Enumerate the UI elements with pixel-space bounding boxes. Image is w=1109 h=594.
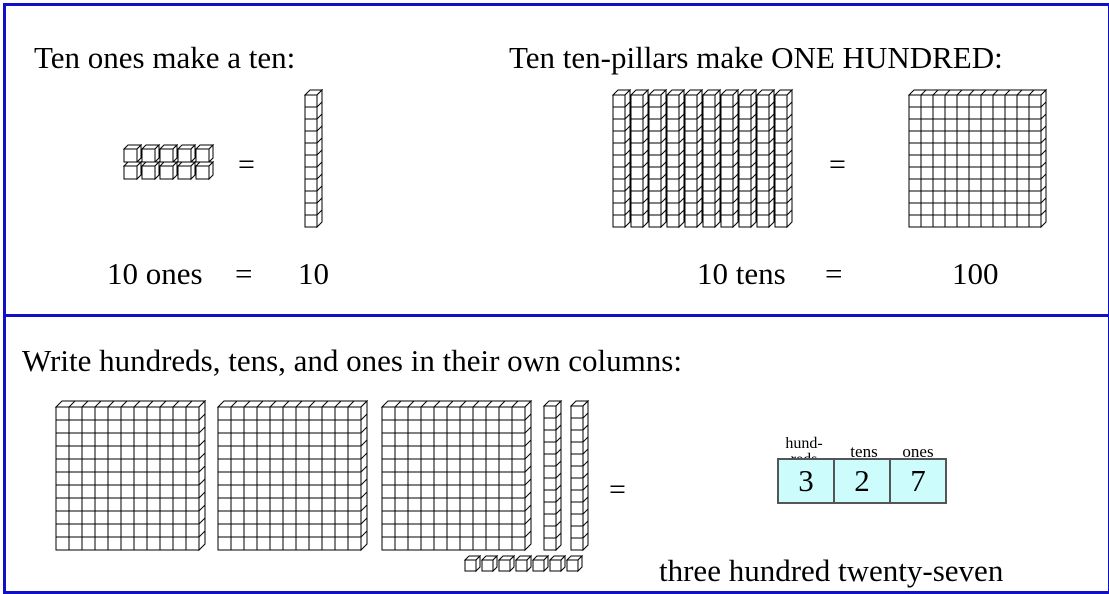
unit-cube-bottom-row [176, 160, 197, 181]
unit-cube-bottom-row [194, 160, 215, 181]
ten-rod [542, 399, 563, 552]
tens-digit-box: 2 [833, 458, 891, 504]
ones-heading: Ten ones make a ten: [34, 40, 296, 75]
unit-cube [565, 554, 584, 573]
tens-caption-left: 10 tens [697, 256, 786, 291]
unit-cube [514, 554, 533, 573]
ten-rod [773, 88, 794, 229]
unit-cube [463, 554, 482, 573]
unit-cube-top-row [176, 143, 197, 164]
ones-caption-right: 10 [298, 256, 329, 291]
tens-column-header: tens [850, 442, 878, 461]
ten-rod [629, 88, 650, 229]
unit-cube [548, 554, 567, 573]
unit-cube-bottom-row [140, 160, 161, 181]
ten-rod [569, 399, 590, 552]
hundred-flat [380, 399, 533, 552]
ten-rod [683, 88, 704, 229]
ten-rod [611, 88, 632, 229]
ones-digit-box: 7 [889, 458, 947, 504]
ones-equals-sign: = [238, 148, 255, 181]
ten-rod [737, 88, 758, 229]
blocks-equals-sign: = [609, 473, 626, 506]
tens-equals-sign: = [829, 148, 846, 181]
place-value-heading: Write hundreds, tens, and ones in their … [22, 343, 682, 378]
unit-cube-top-row [140, 143, 161, 164]
ones-caption-left: 10 ones [107, 256, 203, 291]
unit-cube-top-row [122, 143, 143, 164]
ones-caption-equals: = [235, 256, 253, 291]
unit-cube-bottom-row [158, 160, 179, 181]
ten-rod [665, 88, 686, 229]
ten-rod [701, 88, 722, 229]
unit-cube-top-row [158, 143, 179, 164]
hundred-flat [216, 399, 369, 552]
unit-cube [531, 554, 550, 573]
ten-rod [303, 88, 324, 229]
tens-caption-right: 100 [952, 256, 999, 291]
unit-cube [497, 554, 516, 573]
unit-cube-bottom-row [122, 160, 143, 181]
tens-caption-equals: = [825, 256, 843, 291]
ten-rod [755, 88, 776, 229]
unit-cube [480, 554, 499, 573]
number-in-words: three hundred twenty-seven [659, 553, 1004, 588]
hundreds-header-line1: hund- [785, 435, 823, 452]
hundred-flat [907, 88, 1048, 229]
tens-heading: Ten ten-pillars make ONE HUNDRED: [509, 40, 1003, 75]
hundred-flat [54, 399, 207, 552]
ones-column-header: ones [902, 442, 934, 461]
unit-cube-top-row [194, 143, 215, 164]
ten-rod [719, 88, 740, 229]
ten-rod [647, 88, 668, 229]
